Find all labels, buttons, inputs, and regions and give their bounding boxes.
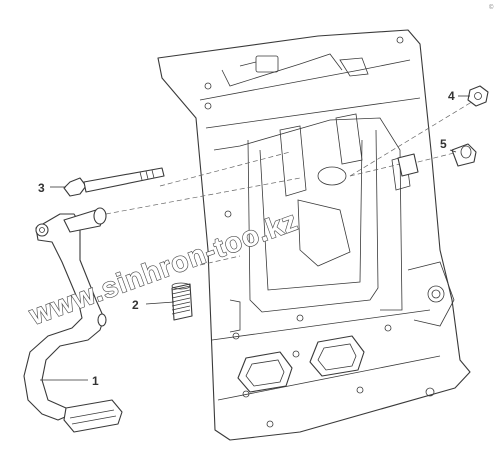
callout-4-label: 4 xyxy=(448,89,455,103)
pedal-arm xyxy=(23,207,123,433)
callout-2: 2 xyxy=(132,298,175,312)
callout-2-label: 2 xyxy=(132,298,139,312)
callout-3-label: 3 xyxy=(38,181,45,195)
callout-1: 1 xyxy=(40,374,99,388)
return-spring xyxy=(171,282,193,321)
callout-4: 4 xyxy=(448,89,470,103)
corner-mark: © xyxy=(489,4,494,11)
callout-5-label: 5 xyxy=(440,137,447,151)
pivot-bolt xyxy=(63,167,165,197)
nut xyxy=(467,85,489,107)
mounting-bracket xyxy=(157,29,471,441)
bushing xyxy=(397,143,477,177)
callout-5: 5 xyxy=(440,137,457,153)
callout-3: 3 xyxy=(38,181,66,195)
callout-1-label: 1 xyxy=(92,374,99,388)
